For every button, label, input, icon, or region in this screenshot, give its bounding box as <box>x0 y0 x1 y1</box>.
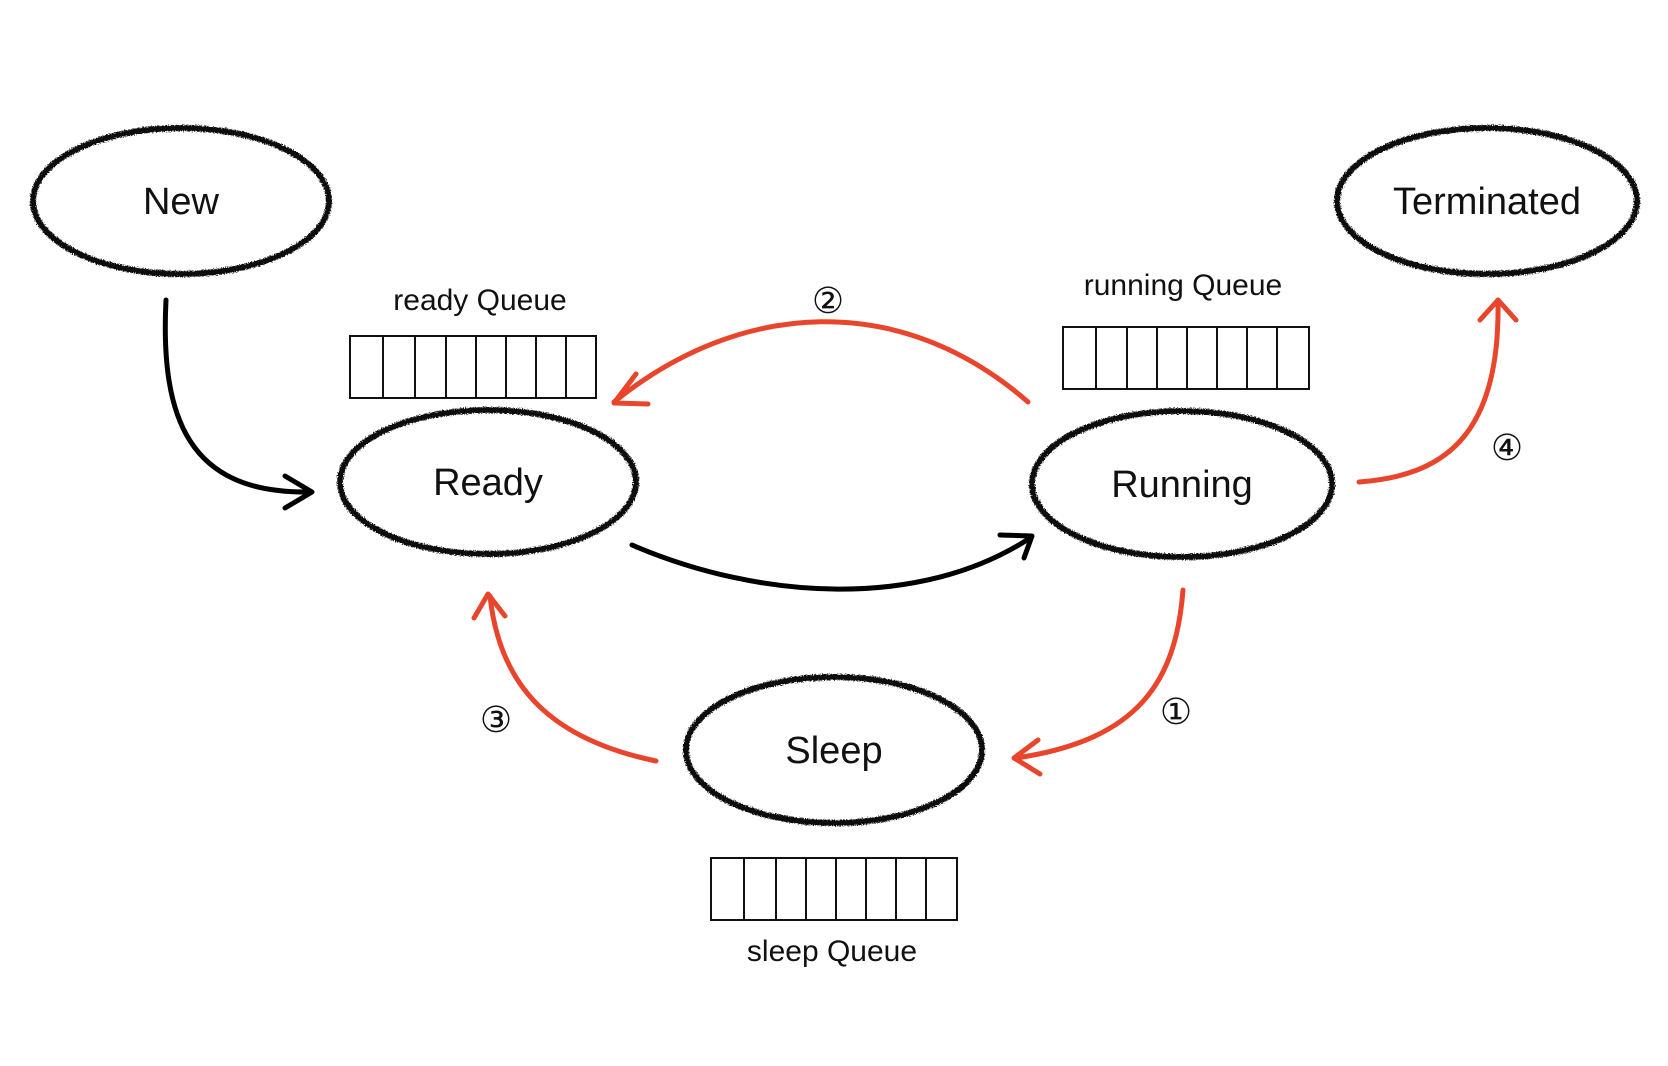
state-new-outline <box>30 125 332 277</box>
state-sleep: Sleep <box>683 674 985 826</box>
running-queue-label: running Queue <box>1084 269 1283 302</box>
sleep-queue-frame <box>710 857 958 921</box>
state-running-outline <box>1029 408 1335 560</box>
arrow-sleep-to-ready <box>471 591 659 764</box>
ready-queue: ready Queue <box>349 284 597 399</box>
state-terminated: Terminated <box>1334 125 1640 277</box>
state-new-label: New <box>143 181 220 223</box>
step-3-label: ③ <box>480 700 512 741</box>
ready-queue-label: ready Queue <box>393 284 566 317</box>
step-4-label: ④ <box>1491 428 1523 469</box>
arrow-ready-to-running <box>629 532 1035 592</box>
step-labels: ① ② ③ ④ <box>480 281 1523 741</box>
transition-arrows <box>162 297 1519 777</box>
step-2-label: ② <box>812 281 844 322</box>
state-sleep-label: Sleep <box>785 730 882 772</box>
arrow-running-to-sleep <box>1011 587 1186 777</box>
arrow-running-to-terminated <box>1356 297 1519 485</box>
state-terminated-label: Terminated <box>1393 181 1581 223</box>
arrow-new-to-ready <box>162 297 315 511</box>
state-nodes: New Ready Running Terminated Sleep <box>30 125 1640 826</box>
state-new: New <box>30 125 332 277</box>
state-running: Running <box>1029 408 1335 560</box>
sleep-queue-box <box>710 857 958 921</box>
ready-queue-box <box>349 335 597 399</box>
running-queue: running Queue <box>1062 269 1310 390</box>
arrow-running-to-ready <box>611 319 1031 407</box>
sleep-queue-label: sleep Queue <box>747 935 917 968</box>
state-sleep-outline <box>683 674 985 826</box>
state-terminated-outline <box>1334 125 1640 277</box>
state-ready-label: Ready <box>433 462 543 504</box>
state-running-label: Running <box>1111 464 1253 506</box>
sleep-queue: sleep Queue <box>710 857 958 968</box>
state-ready-outline <box>337 407 639 557</box>
running-queue-box <box>1062 326 1310 390</box>
state-ready: Ready <box>337 407 639 557</box>
ready-queue-frame <box>349 335 597 399</box>
step-1-label: ① <box>1160 692 1192 733</box>
